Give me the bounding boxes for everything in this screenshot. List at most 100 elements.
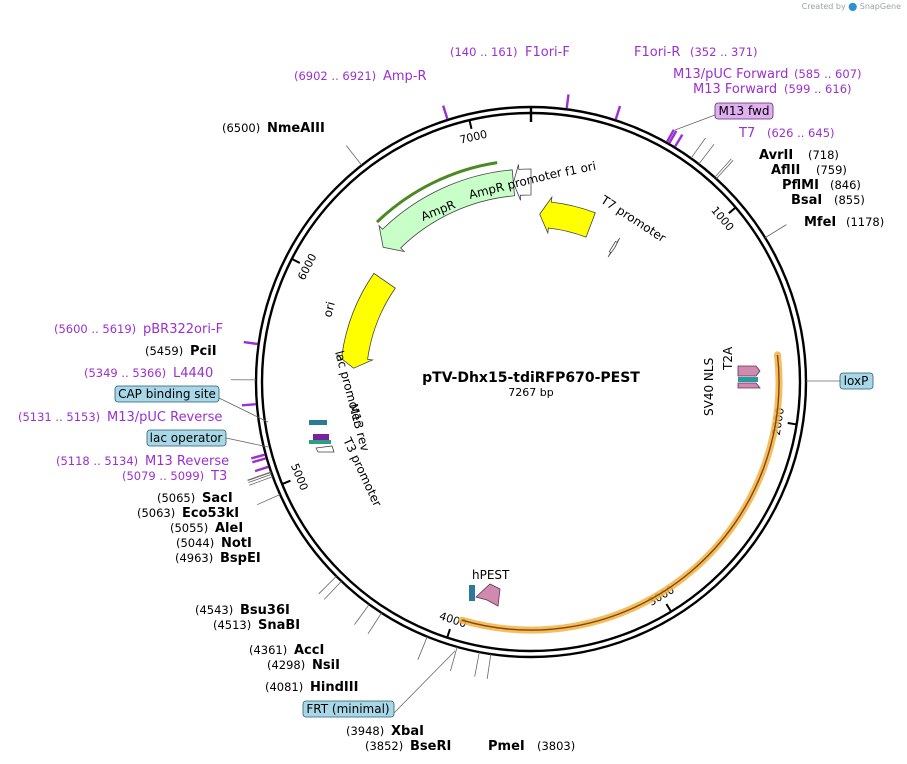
site-pcii-name: PciI xyxy=(190,344,217,359)
primer-f1ori-r-name: F1ori-R xyxy=(634,45,680,60)
feature-f1-ori-label: f1 ori xyxy=(564,159,598,179)
site-alei-pos: (5055) xyxy=(170,521,208,535)
primer-t3-name: T3 xyxy=(210,469,227,484)
primer-m13-forward-name: M13 Forward xyxy=(693,82,777,97)
primer-mark xyxy=(251,457,267,464)
site-bspei-name: BspEI xyxy=(220,551,261,566)
site-pflmi-name: PflMI xyxy=(782,178,819,193)
feature-ori-arrow xyxy=(335,272,396,369)
primer-m13-reverse-name: M13 Reverse xyxy=(145,454,229,469)
site-pflmi-pos: (846) xyxy=(830,178,861,192)
primer-t7-name: T7 xyxy=(738,126,755,141)
site-acci-name: AccI xyxy=(294,643,324,658)
site-leader-line xyxy=(486,653,492,679)
site-leader-line xyxy=(346,145,363,166)
tick-mark xyxy=(446,628,451,638)
sv40-t2a-glyphs xyxy=(737,365,761,389)
site-leader-line xyxy=(714,158,732,178)
site-aflii-pos: (759) xyxy=(816,163,847,177)
site-eco53ki-name: Eco53kI xyxy=(182,506,239,521)
site-leader-line xyxy=(450,646,458,672)
frt-leader xyxy=(393,650,456,714)
m13-fwd-box xyxy=(714,102,774,120)
site-leader-line xyxy=(764,224,787,239)
site-bsai-name: BsaI xyxy=(791,193,822,208)
site-alei-name: AleI xyxy=(215,521,243,536)
site-snabi-pos: (4513) xyxy=(213,618,251,632)
site-noti-pos: (5044) xyxy=(176,536,214,550)
feature-ampr-arrow xyxy=(378,169,515,253)
primer-mark xyxy=(665,129,675,143)
tick-mark xyxy=(787,422,797,426)
feature-t7-promoter-arrow xyxy=(607,237,620,258)
credit-brand: SnapGene xyxy=(859,2,901,11)
frt-minimal-label: FRT (minimal) xyxy=(306,702,389,716)
site-leader-line xyxy=(323,580,342,600)
lac-operator-label: lac operator xyxy=(150,431,223,445)
tick-mark xyxy=(281,479,291,486)
site-leader-line xyxy=(248,473,273,483)
lac-region-glyphs xyxy=(309,420,335,453)
site-bsu36i-pos: (4543) xyxy=(195,603,233,617)
primer-m13-reverse-range: (5118 .. 5134) xyxy=(56,454,138,468)
site-bseri-pos: (3852) xyxy=(365,739,403,753)
primer-l4440-name: L4440 xyxy=(173,366,213,381)
t2a-label: T2A xyxy=(721,346,735,371)
site-aflii-name: AflII xyxy=(771,163,800,178)
primer-amp-r-range: (6902 .. 6921) xyxy=(294,69,376,83)
cap-leader xyxy=(218,397,269,423)
sv40-nls-label: SV40 NLS xyxy=(702,358,716,416)
site-avrii-pos: (718) xyxy=(808,148,839,162)
site-bseri-name: BseRI xyxy=(410,739,451,754)
site-leader-line xyxy=(715,160,734,180)
site-mfei-name: MfeI xyxy=(804,215,836,230)
primer-t3-range: (5079 .. 5099) xyxy=(122,469,204,483)
site-pcii-pos: (5459) xyxy=(145,344,183,358)
primer-t7-range: (626 .. 645) xyxy=(767,126,835,140)
primer-mark xyxy=(614,105,622,120)
cap-binding-site-box xyxy=(114,385,220,403)
primer-mark xyxy=(254,465,269,473)
site-noti-name: NotI xyxy=(221,536,252,551)
primer-m13-puc-forward-name: M13/pUC Forward xyxy=(673,67,788,82)
site-leader-line xyxy=(318,575,337,595)
lac-operator-leader xyxy=(225,437,269,448)
tick-label: 7000 xyxy=(458,128,488,147)
primer-m13-puc-reverse-range: (5131 .. 5153) xyxy=(18,410,100,424)
hpest-glyphs xyxy=(469,583,501,607)
primer-pbr322ori-f-range: (5600 .. 5619) xyxy=(54,322,136,336)
site-pmei-pos: (3803) xyxy=(537,739,575,753)
credit-prefix: Created by xyxy=(801,2,846,11)
tick-label: 6000 xyxy=(295,251,319,282)
primer-mark xyxy=(668,130,678,144)
tdirfp670-orange-arc-core xyxy=(461,354,780,631)
site-leader-line xyxy=(247,471,272,481)
primer-pbr322ori-f-name: pBR322ori-F xyxy=(143,322,223,337)
m13-fwd-label: M13 fwd xyxy=(719,104,770,118)
site-saci-name: SacI xyxy=(202,491,233,506)
m13-fwd-leader xyxy=(674,114,716,131)
primer-mark xyxy=(243,340,258,346)
site-hindiii-pos: (4081) xyxy=(265,680,303,694)
primer-mark xyxy=(241,403,256,407)
site-xbai-name: XbaI xyxy=(391,724,424,739)
tick-label: 5000 xyxy=(288,462,311,493)
primer-mark xyxy=(674,133,684,148)
loxp-label: loxP xyxy=(844,374,869,388)
site-nmeaiii-name: NmeAIII xyxy=(267,121,325,136)
site-pmei-name: PmeI xyxy=(488,739,525,754)
site-leader-line xyxy=(247,471,272,481)
primer-m13-puc-reverse-name: M13/pUC Reverse xyxy=(107,410,222,425)
site-leader-line xyxy=(417,636,428,660)
feature-ampr-promoter-arrow xyxy=(512,164,532,201)
primer-f1ori-f-range: (140 .. 161) xyxy=(450,45,518,59)
site-leader-line xyxy=(698,144,715,165)
site-nsii-name: NsiI xyxy=(312,658,340,673)
site-snabi-name: SnaBI xyxy=(258,618,300,633)
site-leader-line xyxy=(249,476,273,486)
tick-mark xyxy=(665,603,672,613)
primer-mark xyxy=(250,453,266,460)
site-nsii-pos: (4298) xyxy=(267,658,305,672)
site-leader-line xyxy=(367,612,382,635)
